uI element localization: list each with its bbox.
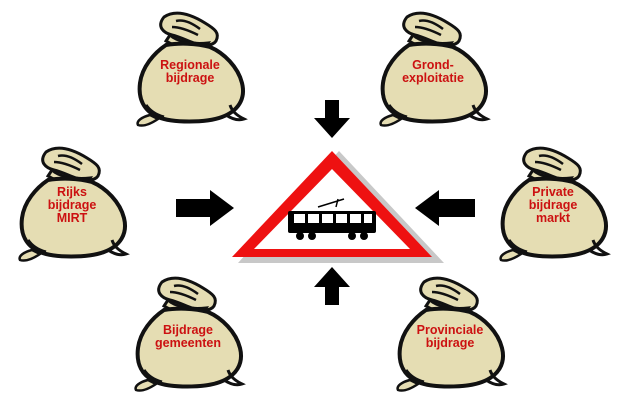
money-bag-provinciale: Provinciale bijdrage: [380, 270, 520, 395]
arrow-down-icon: [314, 100, 350, 138]
bag-label-gemeenten: Bijdrage gemeenten: [155, 323, 221, 350]
tram-warning-sign-icon: [232, 151, 444, 263]
money-bag-rijks: Rijks bijdrage MIRT: [2, 140, 142, 265]
bag-label-regionale: Regionale bijdrage: [160, 58, 220, 85]
bag-label-provinciale: Provinciale bijdrage: [416, 323, 484, 350]
money-bag-grondexploitatie: Grond- exploitatie: [363, 5, 503, 130]
money-bag-private: Private bijdrage markt: [483, 140, 623, 265]
bag-label-rijks: Rijks bijdrage MIRT: [47, 185, 97, 225]
arrow-right-icon: [176, 190, 234, 226]
arrow-up-icon: [314, 267, 350, 305]
bag-label-private: Private bijdrage markt: [528, 185, 578, 225]
arrow-left-icon: [415, 190, 475, 226]
money-bag-regionale: Regionale bijdrage: [120, 5, 260, 130]
bag-label-grondexploitatie: Grond- exploitatie: [402, 58, 464, 85]
money-bag-gemeenten: Bijdrage gemeenten: [118, 270, 258, 395]
